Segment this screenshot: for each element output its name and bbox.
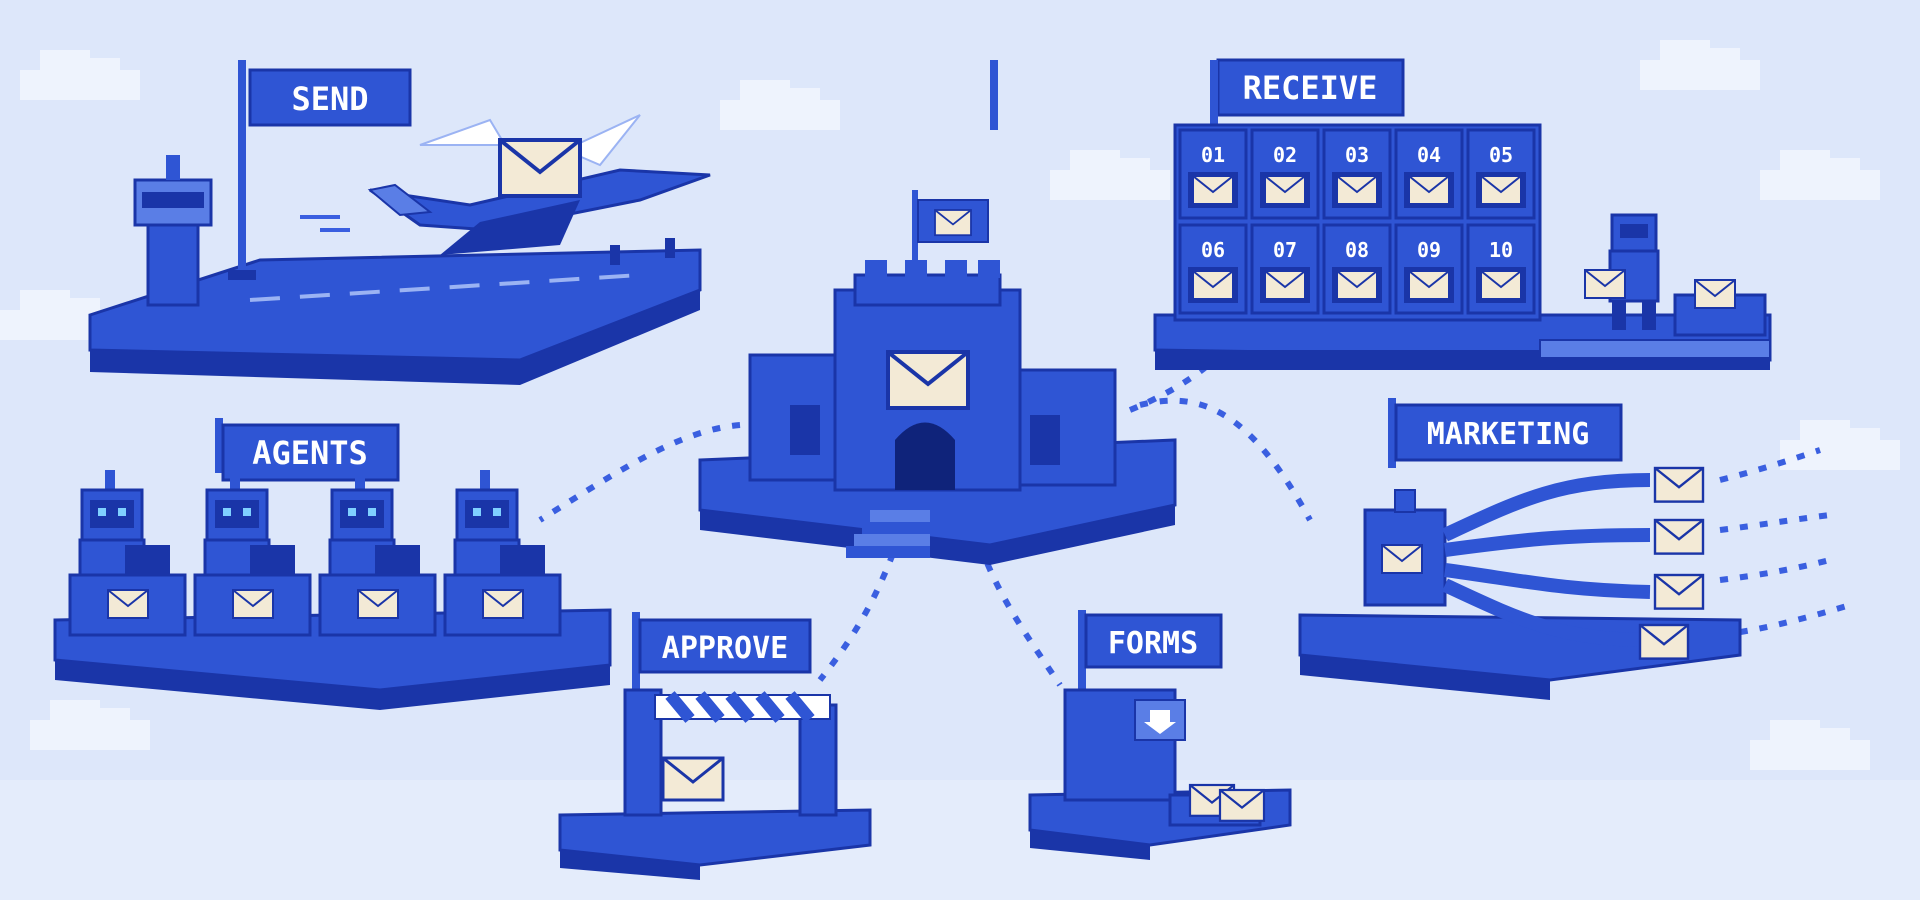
gate-barrier [655,695,830,719]
mailbox-number: 02 [1273,143,1297,167]
receive-label: RECEIVE [1243,69,1378,107]
approve-label: APPROVE [662,631,788,666]
mailbox-number: 07 [1273,238,1297,262]
server-rack-left [790,405,820,455]
mailbox-number: 08 [1345,238,1369,262]
mailbox-06: 06 [1180,225,1246,313]
agents-label: AGENTS [252,434,368,472]
mailbox-05: 05 [1468,130,1534,218]
mailbox-03: 03 [1324,130,1390,218]
castle-envelope-icon [888,352,968,408]
mailbox-08: 08 [1324,225,1390,313]
server-rack-right [1030,415,1060,465]
forms-label: FORMS [1108,626,1198,661]
marketing-label: MARKETING [1427,417,1590,452]
mailbox-07: 07 [1252,225,1318,313]
mailbox-number: 10 [1489,238,1513,262]
mailbox-09: 09 [1396,225,1462,313]
mailbox-number: 05 [1489,143,1513,167]
mailbox-01: 01 [1180,130,1246,218]
mailbox-number: 01 [1201,143,1225,167]
mailbox-10: 10 [1468,225,1534,313]
mailbox-04: 04 [1396,130,1462,218]
mailbox-number: 04 [1417,143,1441,167]
mailbox-02: 02 [1252,130,1318,218]
mailbox-number: 03 [1345,143,1369,167]
pending-envelope-icon [663,758,723,800]
castle-gate [895,423,955,491]
mailbox-number: 06 [1201,238,1225,262]
send-label: SEND [291,80,368,118]
mailbox-number: 09 [1417,238,1441,262]
